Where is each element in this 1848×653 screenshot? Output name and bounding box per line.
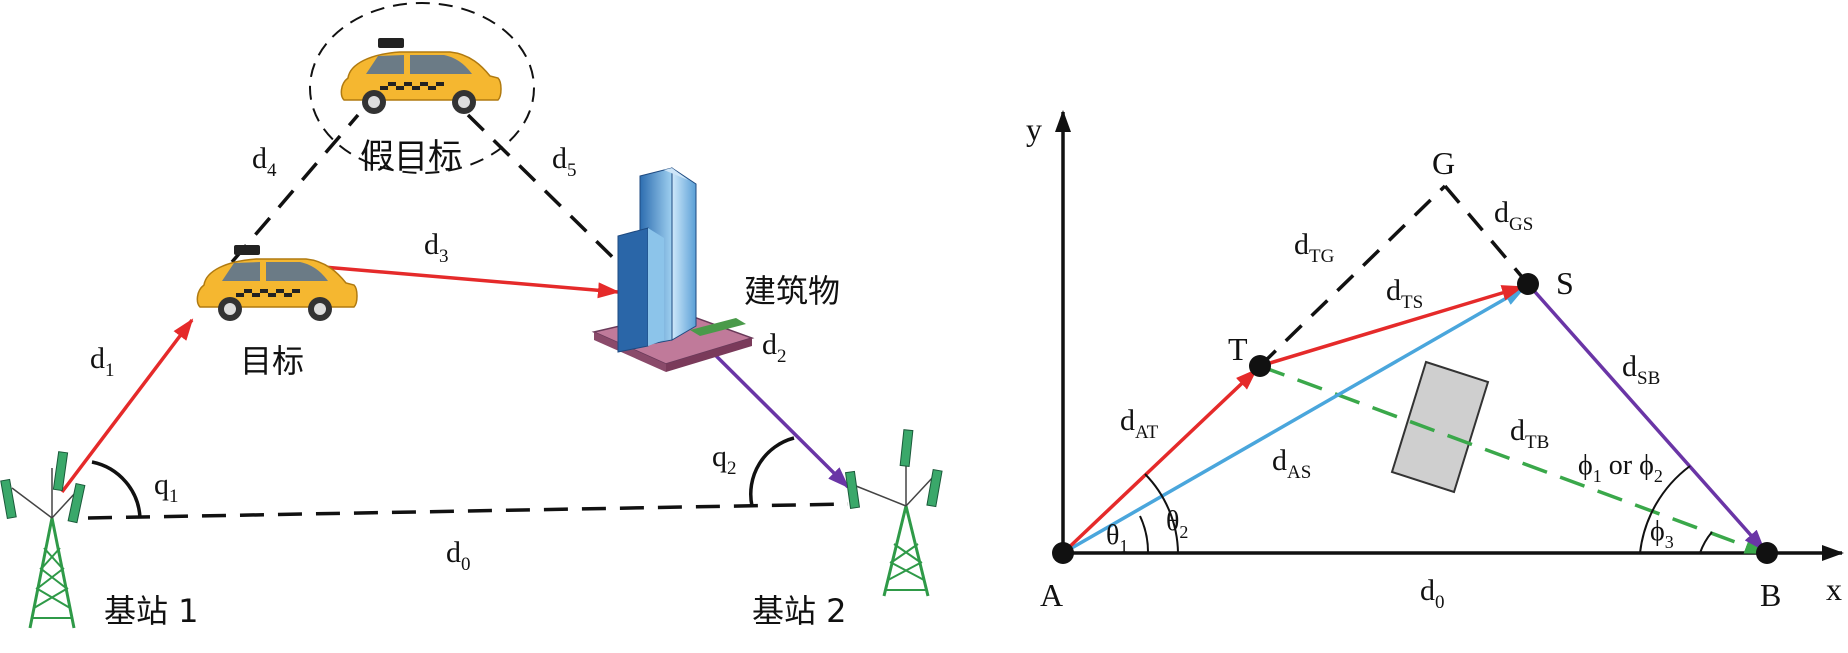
dtg-label: dTG: [1294, 228, 1335, 267]
left-d3-label: d3: [424, 228, 449, 267]
x-axis-label: x: [1826, 571, 1842, 607]
d1-arrow: [60, 318, 194, 494]
tb-green-dashed-arrow: [1259, 364, 1767, 555]
as-blue-arrow: [1062, 286, 1526, 555]
fake-target-taxi-icon: [340, 38, 502, 114]
left-d1-label: d1: [90, 342, 115, 381]
point-a-label: A: [1040, 577, 1063, 613]
point-b-marker: [1756, 542, 1778, 564]
point-s-label: S: [1556, 265, 1574, 301]
point-b-label: B: [1760, 577, 1781, 613]
gs-dashed-line: [1443, 184, 1530, 286]
right-d0-label: d0: [1420, 574, 1445, 613]
phi3-angle-arc: [1699, 531, 1713, 554]
dgs-label: dGS: [1494, 196, 1533, 235]
tg-dashed-line: [1258, 184, 1447, 368]
fake-target-label: 假目标: [360, 137, 462, 177]
base-station-2-tower-icon: [844, 429, 943, 597]
phi12-angle-arc: [1639, 465, 1691, 554]
left-scene: 假目标 目标 建筑物 基站 1 基站 2 d4 d5 d3 d1 d2 d0 q…: [0, 2, 943, 630]
left-d0-label: d0: [446, 536, 471, 575]
base-station-1-label: 基站 1: [104, 592, 199, 630]
point-t-label: T: [1228, 331, 1248, 367]
theta2-label: θ2: [1166, 506, 1188, 542]
fake-target-ellipse: [309, 2, 535, 174]
dts-label: dTS: [1386, 274, 1423, 313]
left-d2-label: d2: [762, 328, 787, 367]
theta1-label: θ1: [1106, 520, 1128, 556]
sb-purple-arrow: [1526, 282, 1766, 552]
target-label: 目标: [240, 342, 304, 380]
point-a-marker: [1052, 542, 1074, 564]
left-q1-label: q1: [154, 468, 179, 507]
d4-dashed-line: [230, 113, 360, 264]
theta1-angle-arc: [1139, 515, 1150, 554]
phi12-label: ϕ1 or ϕ2: [1578, 450, 1663, 486]
theta2-angle-arc: [1144, 473, 1179, 554]
left-d5-label: d5: [552, 142, 577, 181]
d0-dashed-line: [87, 502, 849, 520]
das-label: dAS: [1272, 444, 1311, 483]
dat-label: dAT: [1120, 404, 1159, 443]
point-g-label: G: [1432, 145, 1455, 181]
q2-angle-arc: [749, 436, 795, 507]
base-station-2-label: 基站 2: [752, 592, 847, 630]
d3-arrow: [299, 263, 620, 299]
base-station-1-tower-icon: [0, 451, 86, 629]
left-d4-label: d4: [252, 142, 277, 181]
y-axis-label: y: [1026, 111, 1042, 147]
dtb-label: dTB: [1510, 414, 1549, 453]
dsb-label: dSB: [1622, 350, 1660, 389]
target-taxi-icon: [196, 245, 358, 321]
ts-red-arrow: [1259, 285, 1524, 368]
point-s-marker: [1517, 273, 1539, 295]
d5-dashed-line: [466, 113, 650, 294]
phi3-label: ϕ3: [1650, 516, 1674, 552]
left-q2-label: q2: [712, 440, 737, 479]
right-geometry: y x A B T S G d0 dAT dAS dTS dTG dGS dSB…: [1026, 110, 1844, 613]
q1-angle-arc: [91, 460, 142, 519]
building-icon: [591, 167, 755, 372]
point-t-marker: [1249, 355, 1271, 377]
building-label: 建筑物: [744, 272, 840, 310]
at-red-arrow: [1061, 368, 1258, 555]
obstacle-block: [1390, 360, 1490, 494]
